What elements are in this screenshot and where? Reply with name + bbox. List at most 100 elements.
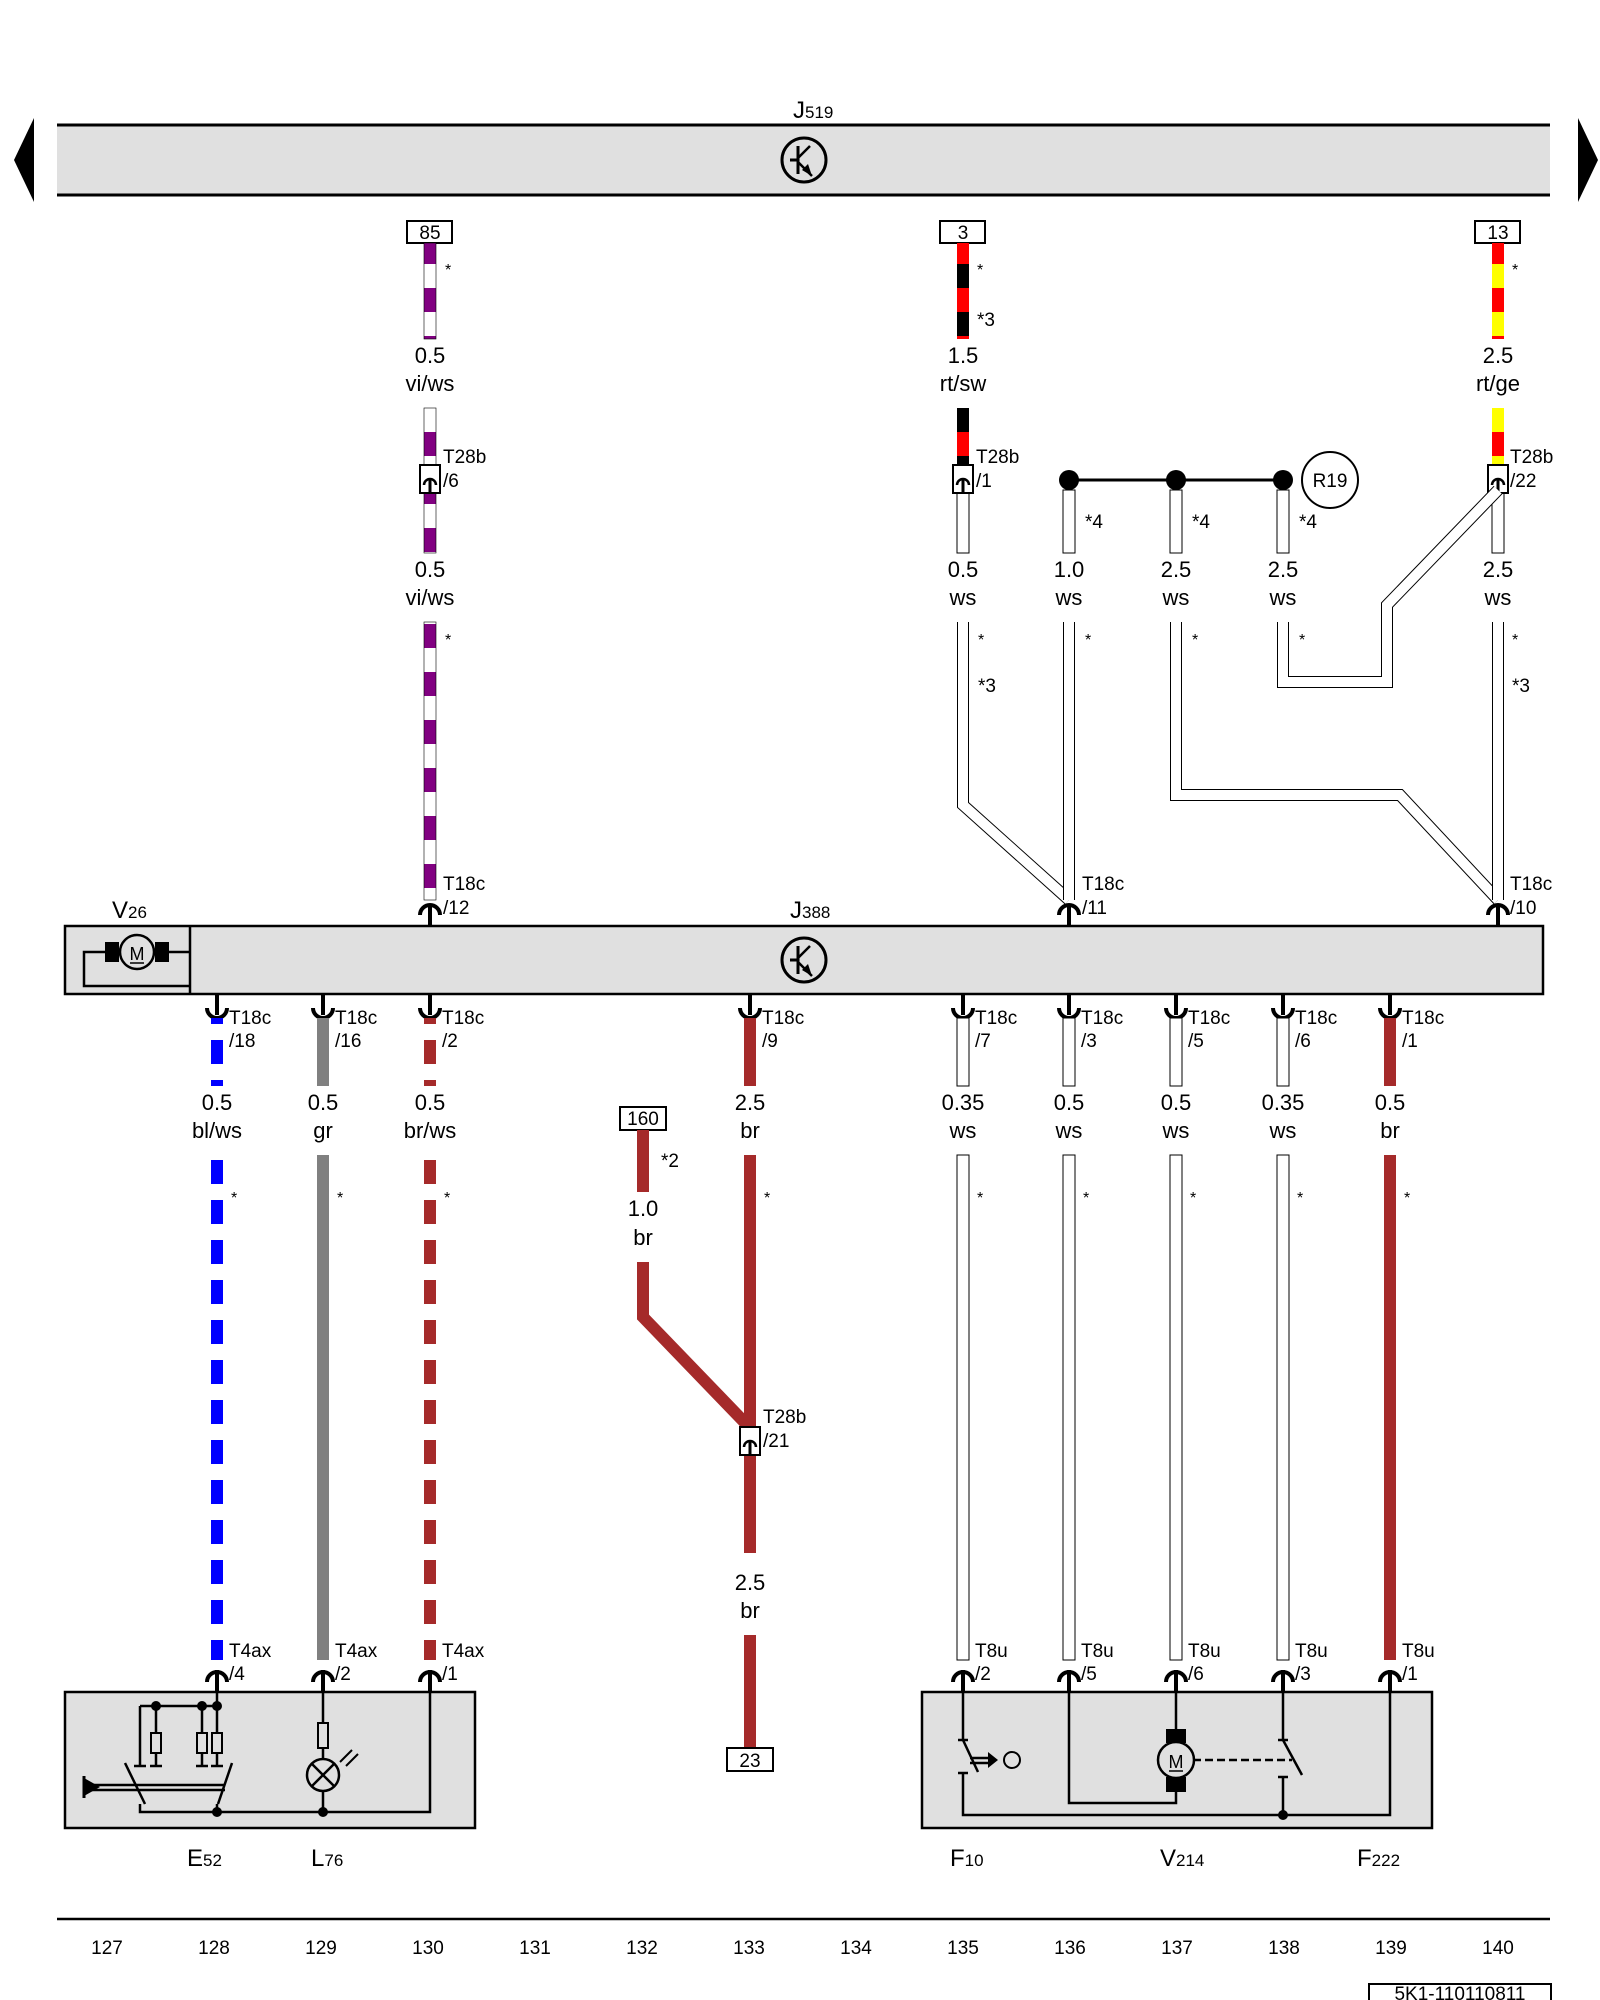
- connector-t28b-21: [739, 1426, 761, 1456]
- terminal-23: 23: [726, 1747, 774, 1772]
- transistor-icon: [780, 136, 828, 184]
- svg-text:*: *: [1190, 1190, 1196, 1207]
- svg-text:0.5: 0.5: [1375, 1090, 1406, 1115]
- pin-t18c-6: [1271, 994, 1295, 1020]
- pin-t18c-1: [1378, 994, 1402, 1020]
- svg-text:ws: ws: [1162, 585, 1190, 610]
- svg-text:2.5: 2.5: [1268, 557, 1299, 582]
- wire-br-160[interactable]: [637, 1130, 755, 1433]
- svg-text:/2: /2: [442, 1031, 458, 1052]
- svg-text:23: 23: [739, 1751, 760, 1772]
- svg-text:/2: /2: [975, 1664, 991, 1685]
- svg-text:3: 3: [958, 223, 969, 244]
- track-number: 133: [733, 1938, 765, 1959]
- wire-splice-branches-upper[interactable]: [1062, 489, 1290, 554]
- svg-text:br/ws: br/ws: [404, 1118, 457, 1143]
- wire-rt-sw-3[interactable]: [956, 243, 970, 554]
- svg-text:*: *: [977, 262, 983, 279]
- svg-text:*: *: [1299, 632, 1305, 649]
- svg-text:T8u: T8u: [1295, 1641, 1328, 1662]
- terminal-13: 13: [1474, 220, 1521, 244]
- svg-text:0.5: 0.5: [415, 343, 446, 368]
- svg-text:*: *: [444, 1190, 450, 1207]
- svg-text:T18c: T18c: [1295, 1008, 1337, 1029]
- svg-text:T28b: T28b: [763, 1407, 806, 1428]
- svg-text:R19: R19: [1313, 471, 1348, 492]
- terminal-3: 3: [939, 220, 986, 244]
- svg-text:/9: /9: [762, 1031, 778, 1052]
- svg-text:*: *: [231, 1190, 237, 1207]
- svg-text:/22: /22: [1510, 471, 1536, 492]
- svg-text:T8u: T8u: [975, 1641, 1008, 1662]
- connector-t28b-22: [1487, 464, 1509, 494]
- svg-text:T18c: T18c: [1082, 874, 1124, 895]
- track-number: 134: [840, 1938, 872, 1959]
- svg-text:1.0: 1.0: [1054, 557, 1085, 582]
- wire-rt-ge-13[interactable]: [1491, 243, 1505, 554]
- svg-text:T18c: T18c: [1402, 1008, 1444, 1029]
- svg-text:/12: /12: [443, 898, 469, 919]
- svg-text:/5: /5: [1081, 1664, 1097, 1685]
- prev-page-arrow-icon[interactable]: [14, 118, 34, 202]
- pin-t18c-2: [418, 994, 442, 1020]
- pin-t18c-5: [1164, 994, 1188, 1020]
- svg-text:/18: /18: [229, 1031, 255, 1052]
- svg-text:*: *: [337, 1190, 343, 1207]
- svg-text:T18c: T18c: [1510, 874, 1552, 895]
- svg-text:T18c: T18c: [229, 1008, 271, 1029]
- svg-text:*4: *4: [1299, 512, 1317, 533]
- svg-text:T8u: T8u: [1402, 1641, 1435, 1662]
- svg-text:*: *: [1512, 632, 1518, 649]
- svg-text:bl/ws: bl/ws: [192, 1118, 242, 1143]
- wire-lower-4[interactable]: T18c/92.5br*: [735, 994, 805, 1748]
- track-number: 129: [305, 1938, 337, 1959]
- svg-text:2.5: 2.5: [735, 1570, 766, 1595]
- svg-text:vi/ws: vi/ws: [406, 371, 455, 396]
- svg-text:/10: /10: [1510, 898, 1536, 919]
- svg-text:ws: ws: [1269, 1118, 1297, 1143]
- svg-text:13: 13: [1487, 223, 1508, 244]
- svg-text:M: M: [130, 944, 145, 964]
- svg-text:ws: ws: [1484, 585, 1512, 610]
- next-page-arrow-icon[interactable]: [1578, 118, 1598, 202]
- svg-text:1.0: 1.0: [628, 1196, 659, 1221]
- svg-text:M: M: [1169, 1752, 1184, 1772]
- svg-text:/16: /16: [335, 1031, 361, 1052]
- svg-text:*2: *2: [661, 1151, 679, 1172]
- svg-text:/6: /6: [1188, 1664, 1204, 1685]
- svg-text:ws: ws: [949, 585, 977, 610]
- connector-t28b-1: [952, 464, 974, 494]
- track-number: 139: [1375, 1938, 1407, 1959]
- component-f222-label: F222: [1357, 1845, 1400, 1872]
- svg-text:/4: /4: [229, 1664, 245, 1685]
- connector-t28b-6: [419, 464, 441, 494]
- svg-text:T8u: T8u: [1188, 1641, 1221, 1662]
- svg-text:ws: ws: [949, 1118, 977, 1143]
- pin-t8u-6: [1164, 1670, 1188, 1692]
- pin-t4ax-2: [311, 1670, 335, 1692]
- svg-text:2.5: 2.5: [1483, 557, 1514, 582]
- component-box-f10-v214-f222: M: [920, 1690, 1434, 1830]
- module-j388-label: J388: [790, 897, 830, 924]
- pin-t18c-10: [1486, 903, 1510, 926]
- svg-text:*: *: [1085, 632, 1091, 649]
- track-number: 127: [91, 1938, 123, 1959]
- white-wire-routes[interactable]: [957, 485, 1504, 905]
- svg-text:/3: /3: [1295, 1664, 1311, 1685]
- svg-text:*: *: [764, 1190, 770, 1207]
- svg-text:*: *: [1192, 632, 1198, 649]
- lower-wires: T4ax/4T18c/180.5bl/ws*T4ax/2T18c/160.5gr…: [192, 994, 1444, 1748]
- svg-text:/1: /1: [1402, 1664, 1418, 1685]
- svg-text:*3: *3: [1512, 676, 1530, 697]
- svg-text:85: 85: [419, 223, 440, 244]
